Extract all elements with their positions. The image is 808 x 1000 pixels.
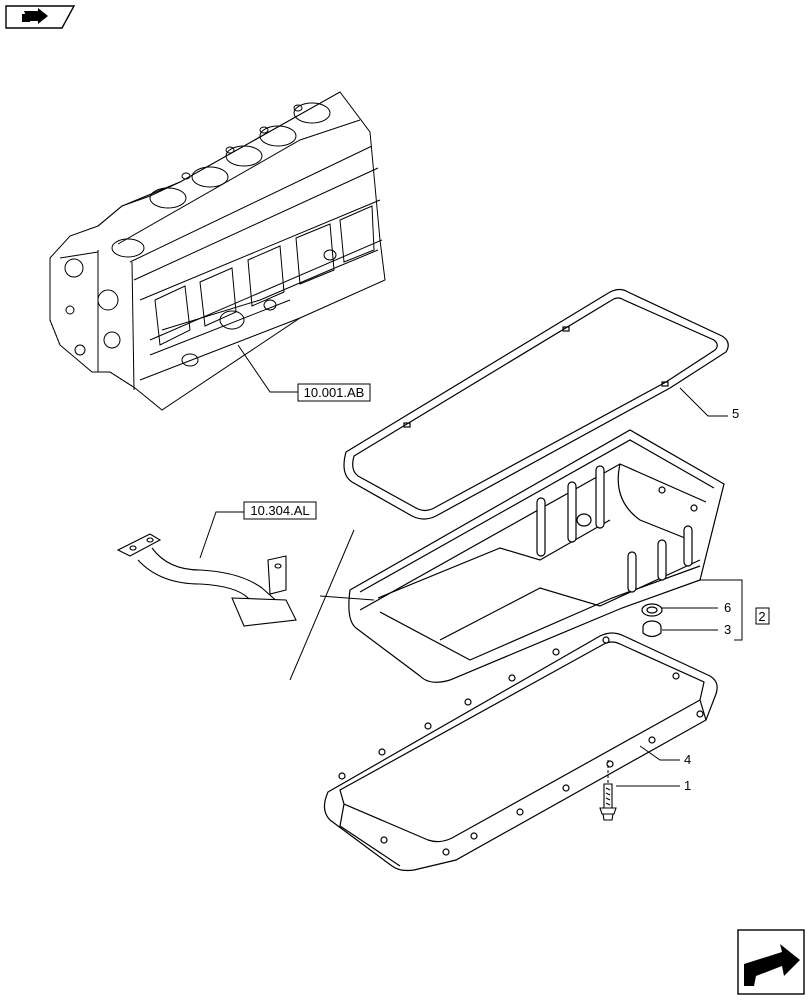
assembly-line-upper (289, 529, 355, 681)
reference-engine-block[interactable]: 10.001.AB (304, 385, 365, 400)
oil-pickup-tube (116, 533, 297, 627)
callout-drain-plug[interactable]: 3 (724, 622, 731, 637)
callout-kit[interactable]: 2 (758, 609, 765, 624)
frame-leader (639, 745, 680, 761)
oil-pan-pointer (319, 595, 375, 601)
oil-pickup-reference (199, 501, 317, 559)
callout-gasket[interactable]: 5 (732, 406, 739, 421)
seal-washer (641, 603, 663, 617)
drain-plug (642, 620, 662, 638)
callout-bolt[interactable]: 1 (684, 778, 691, 793)
callout-lower-frame[interactable]: 4 (684, 752, 691, 767)
oil-pan-gasket (343, 288, 729, 520)
kit-bracket (700, 579, 743, 641)
book-arrow-icon[interactable] (5, 5, 76, 29)
callout-seal-washer[interactable]: 6 (724, 600, 731, 615)
bolt (599, 783, 617, 821)
reference-oil-pickup[interactable]: 10.304.AL (250, 503, 309, 518)
engine-block (49, 91, 386, 411)
engine-block-reference (237, 344, 371, 402)
next-page-arrow-icon[interactable] (737, 929, 805, 995)
kit-box (755, 607, 770, 625)
oil-pan (348, 429, 725, 683)
gasket-leader (679, 387, 728, 417)
lower-frame (323, 632, 718, 872)
